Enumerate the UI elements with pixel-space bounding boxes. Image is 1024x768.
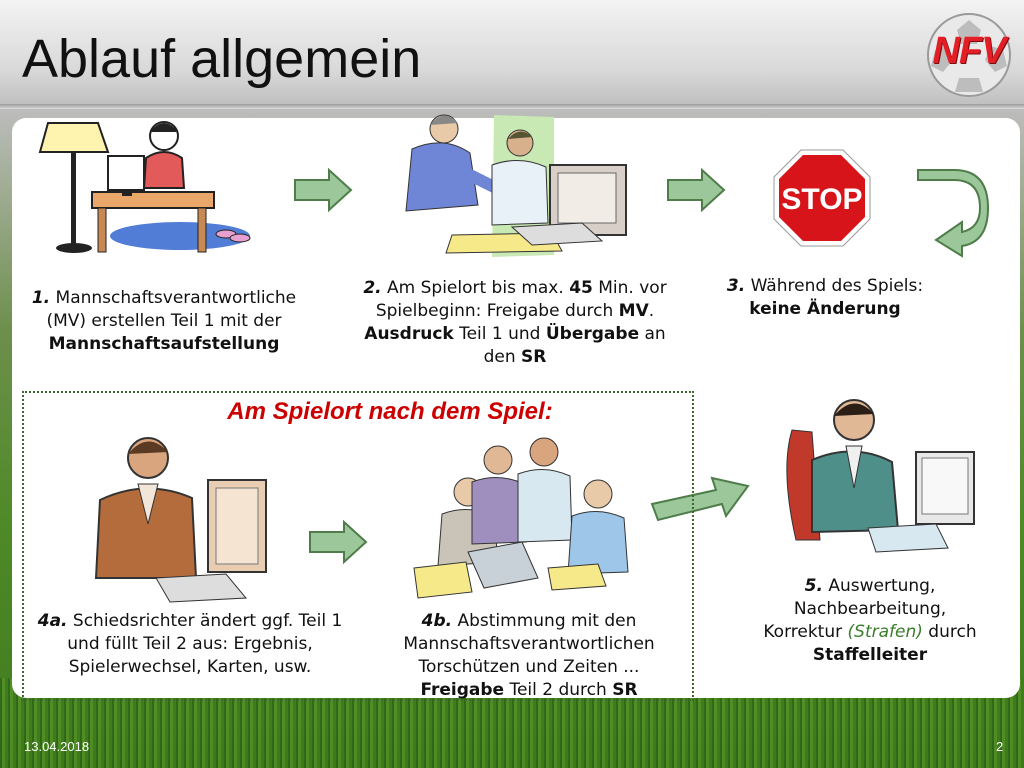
step-4a-body: Schiedsrichter ändert ggf. Teil 1 und fü…	[67, 611, 343, 677]
step-2-number: 2.	[363, 278, 382, 298]
step-4b-body: Abstimmung mit den Mannschaftsverantwort…	[403, 611, 655, 677]
step-2-b3: Ausdruck	[364, 324, 454, 344]
step-5-t2: durch	[922, 622, 977, 642]
step-3-number: 3.	[726, 276, 746, 296]
desk-lamp-person-icon	[38, 121, 251, 253]
step-1-body: Mannschaftsverantwortliche (MV) erstelle…	[46, 288, 297, 331]
step-4a-text: 4a. Schiedsrichter ändert ggf. Teil 1 un…	[30, 610, 350, 679]
page-title: Ablauf allgemein	[22, 29, 422, 89]
step-1-number: 1.	[31, 288, 51, 308]
arrow-right-1	[294, 167, 353, 213]
stop-sign-icon: STOP	[773, 149, 871, 247]
step-5-italic: (Strafen)	[847, 622, 923, 642]
step-4b-b2: SR	[612, 680, 638, 700]
step-5-bold: Staffelleiter	[812, 645, 928, 665]
step-2-b5: SR	[521, 347, 547, 367]
step-2-b2: MV	[618, 301, 649, 321]
footer-page-number: 2	[996, 739, 1004, 754]
step-1-text: 1. Mannschaftsverantwortliche (MV) erste…	[18, 287, 310, 356]
stop-sign-text: STOP	[781, 183, 862, 216]
step-4b-t2: Teil 2 durch	[504, 680, 613, 700]
u-turn-arrow-icon	[917, 169, 990, 258]
section-heading: Am Spielort nach dem Spiel:	[227, 398, 553, 425]
step-2-text: 2. Am Spielort bis max. 45 Min. vor Spie…	[352, 277, 678, 369]
step-3-bold: keine Änderung	[749, 299, 901, 319]
step-4a-number: 4a.	[37, 611, 68, 631]
title-underline	[0, 104, 1024, 109]
step-5-number: 5.	[804, 576, 823, 596]
step-2-t3: .	[648, 301, 655, 321]
arrow-right-2	[667, 167, 726, 213]
step-2-b4: Übergabe	[545, 324, 640, 344]
after-game-section	[22, 391, 694, 701]
step-4b-number: 4b.	[421, 611, 453, 631]
step-2-b1: 45	[569, 278, 593, 298]
footer-date: 13.04.2018	[24, 739, 90, 754]
step-1-bold: Mannschaftsaufstellung	[48, 334, 280, 354]
arrow-right-3	[309, 519, 368, 565]
logo-text: NFV	[932, 30, 1007, 72]
office-meeting-icon	[405, 114, 627, 257]
step-4b-text: 4b. Abstimmung mit den Mannschaftsverant…	[376, 610, 682, 702]
group-laptop-icon	[413, 437, 629, 599]
soccer-ball-icon	[927, 13, 1011, 97]
step-5-t1: Auswertung, Nachbearbeitung, Korrektur	[763, 576, 947, 642]
step-3-body: Während des Spiels:	[745, 276, 924, 296]
step-4b-b1: Freigabe	[420, 680, 505, 700]
arrow-diagonal	[650, 476, 750, 522]
step-2-t2: Min. vor Spielbeginn: Freigabe durch	[375, 278, 667, 321]
step-2-t4: Teil 1 und	[453, 324, 546, 344]
step-2-t5: an den	[483, 324, 666, 367]
step-2-t1: Am Spielort bis max.	[381, 278, 570, 298]
nfv-logo: NFV	[921, 12, 1017, 98]
referee-computer-icon	[94, 437, 267, 603]
step-5-text: 5. Auswertung, Nachbearbeitung, Korrektu…	[756, 575, 984, 667]
step-3-text: 3. Während des Spiels: keine Änderung	[700, 275, 950, 321]
staffelleiter-computer-icon	[786, 399, 975, 553]
